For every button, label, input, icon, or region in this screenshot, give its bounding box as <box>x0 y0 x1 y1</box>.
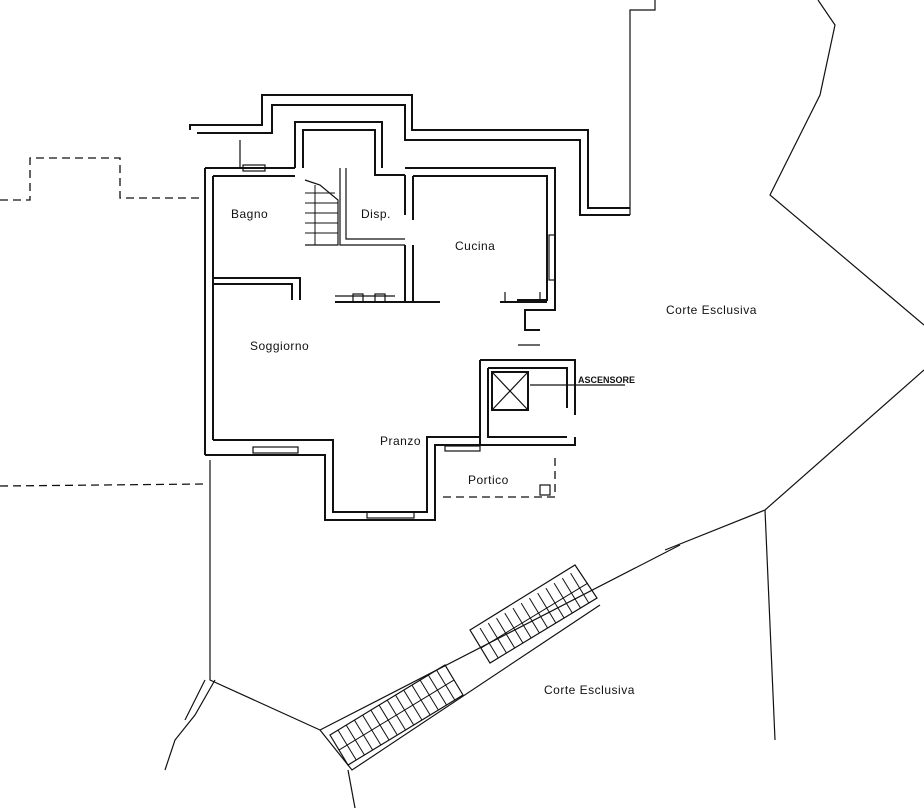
room-label-portico: Portico <box>468 473 509 487</box>
courtyard-label-east: Corte Esclusiva <box>666 303 757 317</box>
exterior-stairs <box>329 564 598 766</box>
interior-walls <box>213 140 547 303</box>
stair-rail <box>480 582 589 649</box>
house-walls <box>189 94 630 521</box>
room-label-soggiorno: Soggiorno <box>250 339 309 353</box>
lift-label: ASCENSORE <box>578 375 635 385</box>
courtyard-label-south: Corte Esclusiva <box>544 683 635 697</box>
room-label-pranzo: Pranzo <box>380 434 421 448</box>
property-boundary <box>164 0 924 808</box>
windows <box>252 234 556 519</box>
room-label-bagno: Bagno <box>231 207 268 221</box>
stair-rail <box>338 679 455 751</box>
neighbour-boundary <box>0 157 556 498</box>
room-label-disp: Disp. <box>361 207 391 221</box>
interior-stair <box>304 179 339 246</box>
room-label-cucina: Cucina <box>455 239 495 253</box>
